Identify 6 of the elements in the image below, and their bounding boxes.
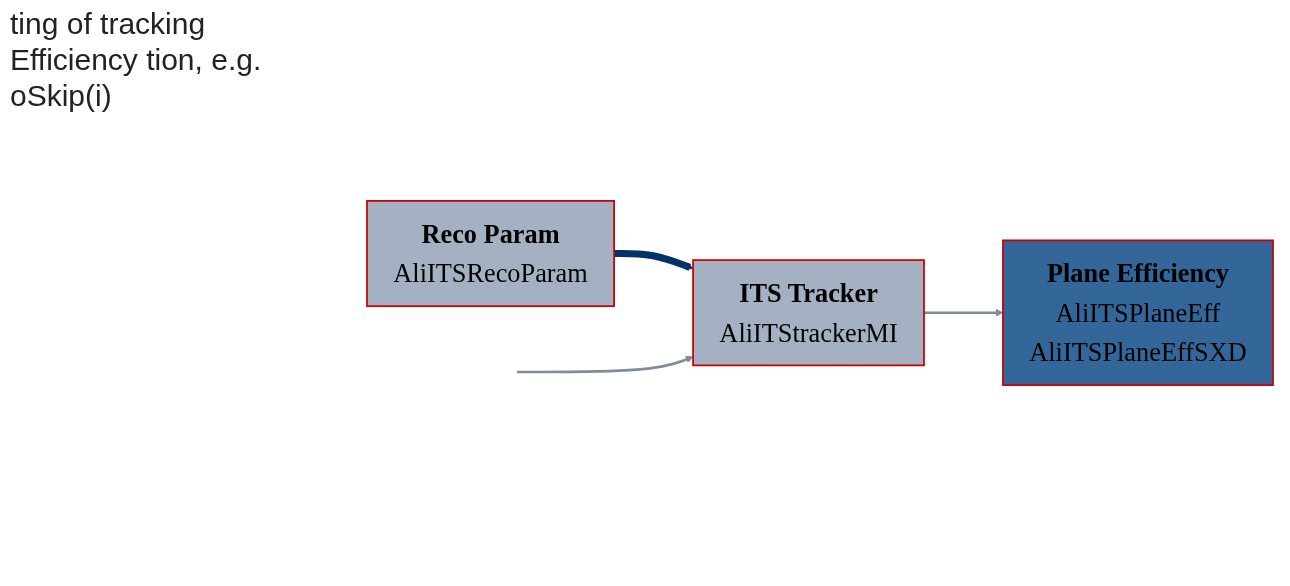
arrow bbox=[614, 250, 694, 271]
node-box: Plane Efficiency AliITSPlaneEff AliITSPlaneEffSXD bbox=[1002, 239, 1274, 386]
node-box: ITS Tracker AliITStrackerMI bbox=[692, 259, 925, 367]
note-text: ting of tracking Efficiency tion, e.g. oSkip(i) bbox=[10, 6, 263, 114]
node-box: Reco Param AliITSRecoParam bbox=[366, 200, 615, 308]
arrow bbox=[516, 355, 694, 374]
